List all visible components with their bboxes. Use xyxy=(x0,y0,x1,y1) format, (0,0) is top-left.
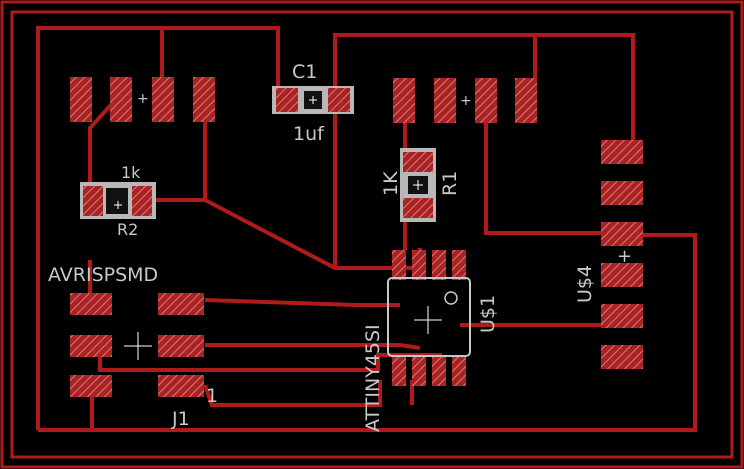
attiny-chip xyxy=(387,250,471,386)
plus-marker: + xyxy=(460,93,472,109)
pad xyxy=(393,78,415,123)
pad xyxy=(601,345,643,369)
label-r2-value: 1k xyxy=(121,163,141,182)
pad xyxy=(475,78,497,123)
pad xyxy=(158,335,204,357)
label-u1: U$1 xyxy=(477,295,499,333)
pad xyxy=(452,250,466,280)
resistor-r2 xyxy=(80,182,156,219)
pad xyxy=(193,77,215,122)
label-u4: U$4 xyxy=(574,265,596,303)
plus-marker: + xyxy=(617,246,632,267)
pad xyxy=(110,77,132,122)
plus-marker: + xyxy=(137,91,149,107)
pad xyxy=(601,304,643,328)
pad xyxy=(392,356,406,386)
label-j1-pin1: 1 xyxy=(206,385,218,407)
trace-isp-3 xyxy=(205,343,421,350)
pad xyxy=(70,375,112,397)
pad xyxy=(83,186,103,216)
pad xyxy=(276,88,298,112)
trace-to-u4-mid xyxy=(484,100,620,235)
label-r1-value: 1K xyxy=(380,171,402,196)
pad xyxy=(601,140,643,164)
pin1-dot xyxy=(444,291,458,305)
pad xyxy=(70,77,92,122)
pad xyxy=(412,250,426,280)
trace-isp-5 xyxy=(203,380,382,407)
pad xyxy=(132,186,152,216)
trace-top-left xyxy=(36,26,280,430)
label-attiny: ATTINY45SI xyxy=(362,324,384,432)
avrisp-pads xyxy=(70,293,204,397)
pad xyxy=(158,375,204,397)
pad xyxy=(403,198,433,218)
trace-isp-2 xyxy=(204,298,400,307)
chip-outline xyxy=(387,277,471,357)
label-avrisp: AVRISPSMD xyxy=(48,264,158,286)
pad xyxy=(601,263,643,287)
label-r1: R1 xyxy=(439,171,461,196)
pad xyxy=(601,222,643,246)
pad xyxy=(158,293,204,315)
pad xyxy=(403,152,433,172)
pad xyxy=(70,293,112,315)
pad xyxy=(432,250,446,280)
label-c1: C1 xyxy=(292,61,317,83)
pad xyxy=(328,88,350,112)
pad xyxy=(432,356,446,386)
header-right xyxy=(393,78,537,123)
pad xyxy=(412,356,426,386)
origin-markers xyxy=(114,96,423,360)
label-r2: R2 xyxy=(117,220,138,239)
label-c1-value: 1uf xyxy=(293,123,325,145)
pad xyxy=(434,78,456,123)
trace-right-loop xyxy=(333,33,635,268)
pad xyxy=(70,335,112,357)
pad xyxy=(515,78,537,123)
pad xyxy=(152,77,174,122)
header-left xyxy=(70,77,215,122)
u4-pads xyxy=(601,140,643,369)
label-j1: J1 xyxy=(171,408,190,430)
pad xyxy=(392,250,406,280)
pad xyxy=(452,356,466,386)
trace-r2-to-chip xyxy=(138,198,422,270)
pad xyxy=(601,181,643,205)
trace-u4-right xyxy=(38,233,697,432)
